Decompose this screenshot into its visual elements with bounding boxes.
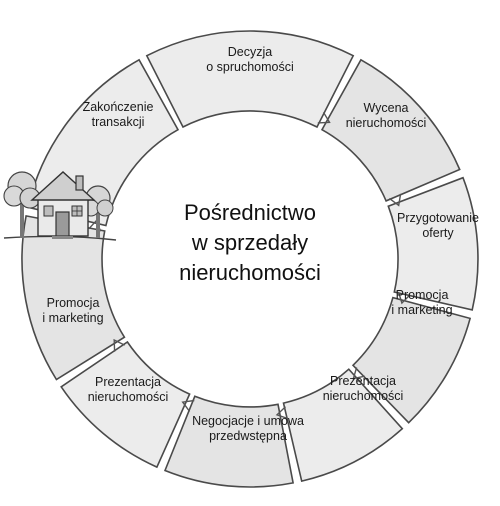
step-label-5: Prezentacja nieruchomości [322, 374, 404, 403]
step-label-6: Negocjacje i umowa przedwstępna [192, 414, 304, 443]
cycle-segment [163, 395, 295, 488]
cycle-segment [282, 368, 404, 483]
cycle-segment [351, 296, 472, 424]
arrow-icon [352, 367, 365, 380]
center-title-line2: w sprzedały [191, 230, 309, 255]
step-label-8: Promocja i marketing [42, 296, 104, 325]
arrow-icon [388, 193, 402, 207]
center-title-line1: Pośrednictwo [183, 200, 317, 225]
arrow-icon [113, 338, 126, 352]
step-label-9: Zakończenie transakcji [82, 100, 154, 129]
step-label-7: Prezentacja nieruchomości [87, 375, 169, 404]
arrow-icon [275, 406, 289, 420]
cycle-segment [21, 214, 126, 381]
step-label-2: Wycena nieruchomości [345, 101, 427, 130]
center-title-line3: nieruchomości [179, 260, 321, 285]
step-label-3: Przygotowanie oferty [397, 211, 479, 240]
cycle-segment [387, 176, 479, 311]
arrow-icon [317, 111, 331, 124]
step-label-1: Decyzja o spruchomości [206, 45, 294, 74]
step-label-4: Promocja i marketing [391, 288, 453, 317]
house-icon [3, 171, 117, 241]
arrow-icon [397, 291, 411, 305]
arrow-icon [181, 399, 195, 412]
cycle-segment [320, 58, 461, 202]
cycle-segment [145, 30, 355, 129]
cycle-segment [60, 340, 191, 469]
center-title: Pośrednictwo w sprzedały nieruchomości [179, 198, 321, 288]
